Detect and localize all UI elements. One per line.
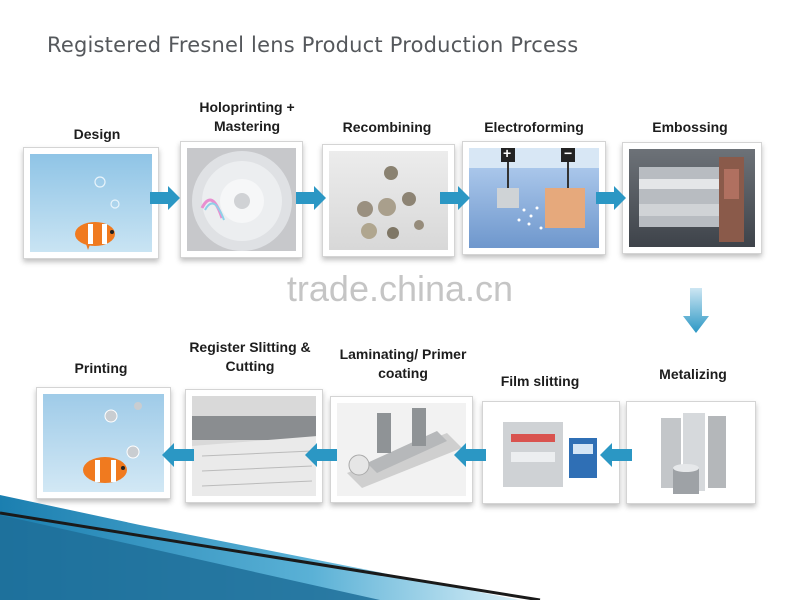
arrow-design-to-holoprinting bbox=[150, 186, 180, 210]
recombining-image bbox=[322, 144, 455, 257]
step-label-holoprinting: Holoprinting + Mastering bbox=[199, 99, 295, 134]
step-label-embossing: Embossing bbox=[652, 119, 728, 135]
arrow-embossing-to-metalizing bbox=[683, 288, 709, 333]
arrow-metalizing-to-film-slitting bbox=[600, 443, 632, 467]
plus-sign: + bbox=[503, 148, 512, 161]
arrow-holoprinting-to-recombining bbox=[296, 186, 326, 210]
holoprinting-image bbox=[180, 141, 303, 258]
arrow-recombining-to-electroforming bbox=[440, 186, 470, 210]
step-label-register-slitting: Register Slitting & Cutting bbox=[189, 339, 311, 374]
step-label-recombining: Recombining bbox=[342, 119, 432, 135]
metalizing-image bbox=[626, 401, 756, 504]
step-label-design: Design bbox=[73, 126, 121, 142]
step-label-film-slitting: Film slitting bbox=[500, 373, 580, 389]
arrow-laminating-to-register-slitting bbox=[305, 443, 337, 467]
register-slitting-image bbox=[185, 389, 323, 503]
minus-sign: − bbox=[564, 148, 573, 161]
design-image bbox=[23, 147, 159, 259]
bottom-decoration bbox=[0, 495, 541, 600]
electroforming-image: + − bbox=[462, 141, 606, 255]
step-label-printing: Printing bbox=[74, 360, 128, 376]
step-label-metalizing: Metalizing bbox=[659, 366, 727, 382]
page-title: Registered Fresnel lens Product Producti… bbox=[47, 33, 579, 57]
embossing-image bbox=[622, 142, 762, 254]
film-slitting-image bbox=[482, 401, 620, 504]
arrow-register-slitting-to-printing bbox=[162, 443, 194, 467]
arrow-electroforming-to-embossing bbox=[596, 186, 626, 210]
step-label-laminating: Laminating/ Primer coating bbox=[339, 346, 467, 381]
watermark: trade.china.cn bbox=[286, 268, 514, 309]
arrow-film-slitting-to-laminating bbox=[454, 443, 486, 467]
step-label-electroforming: Electroforming bbox=[484, 119, 584, 135]
printing-image bbox=[36, 387, 171, 499]
laminating-image bbox=[330, 396, 473, 503]
